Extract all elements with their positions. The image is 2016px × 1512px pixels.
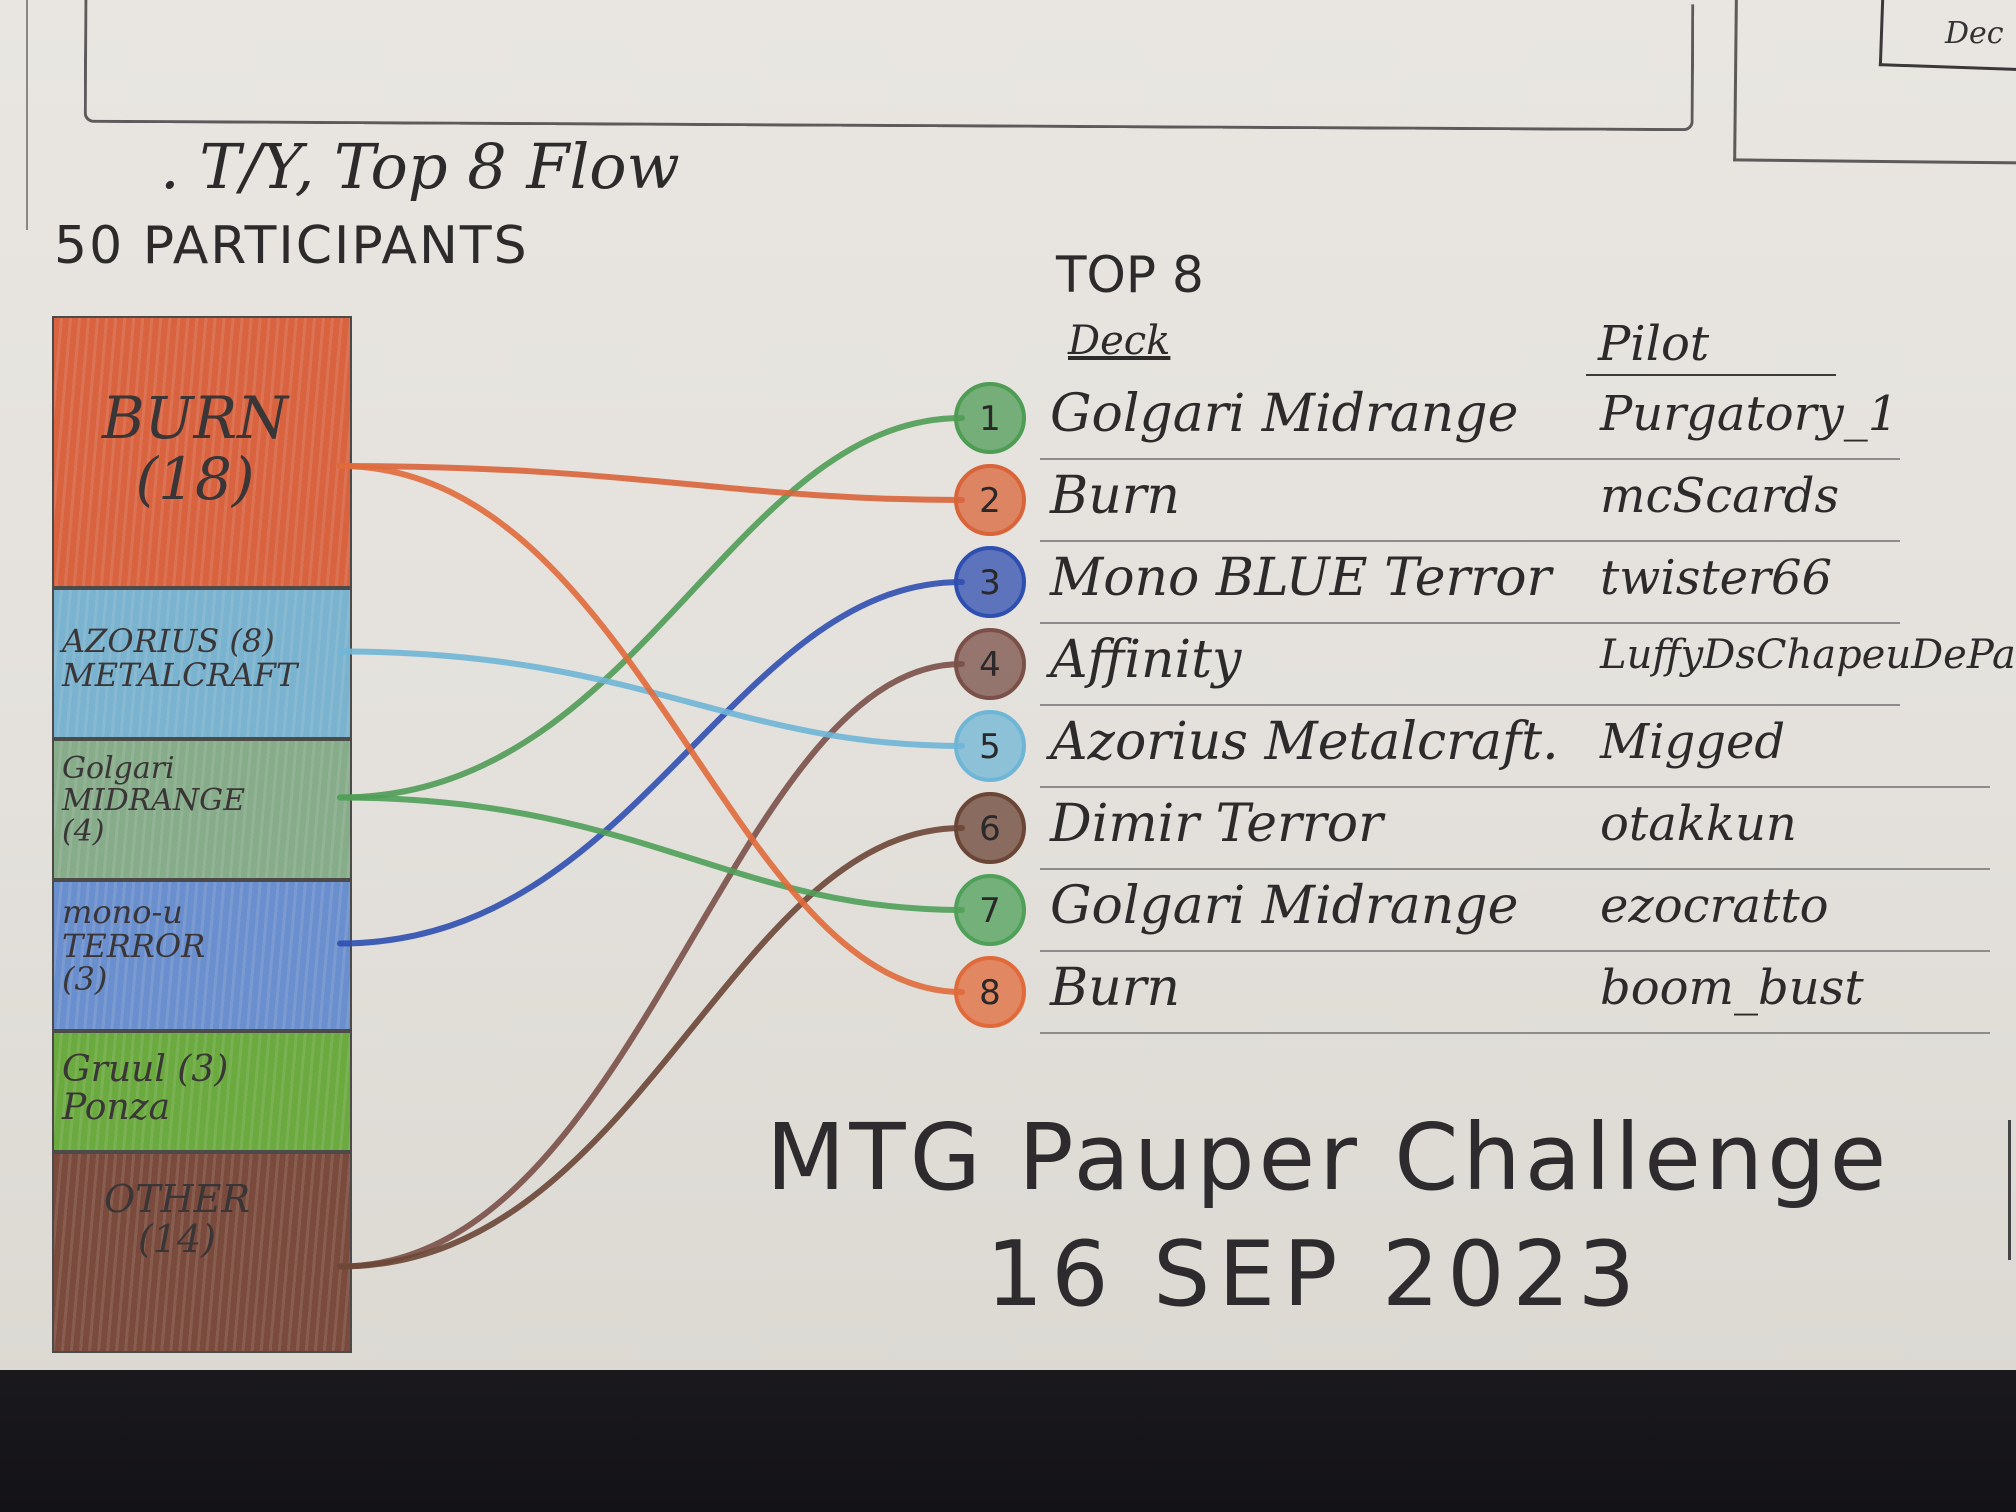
top8-deck: Golgari Midrange <box>1050 876 1519 936</box>
top8-pilot: ezocratto <box>1600 878 1829 934</box>
segment-gruul: Gruul (3) Ponza <box>52 1031 352 1152</box>
segment-label: BURN (18) <box>102 384 288 513</box>
top8-pilot: mcScards <box>1600 468 1840 524</box>
segment-label: Golgari MIDRANGE (4) <box>62 751 245 849</box>
corner-text: Dec <box>1945 16 2004 51</box>
top8-pilot: Migged <box>1600 714 1786 770</box>
diagram-heading: . T/Y, Top 8 Flow <box>160 130 680 203</box>
top8-pilot: twister66 <box>1600 550 1833 606</box>
rank-number: 5 <box>979 727 1001 767</box>
rank-circle <box>954 710 1026 782</box>
row-divider <box>1040 622 1900 624</box>
segment-golgari: Golgari MIDRANGE (4) <box>52 739 352 880</box>
top8-pilot: otakkun <box>1600 796 1797 852</box>
top8-deck: Mono BLUE Terror <box>1050 548 1552 608</box>
pilot-header-underline <box>1586 374 1836 376</box>
rank-circle <box>954 874 1026 946</box>
flow-line-4 <box>337 661 965 1270</box>
flow-line-5 <box>337 648 965 749</box>
rank-number: 7 <box>979 891 1001 931</box>
segment-label: AZORIUS (8) METALCRAFT <box>62 622 298 694</box>
flow-lines: 1 2 3 4 5 6 7 8 <box>337 382 1026 1270</box>
rank-number: 3 <box>979 563 1001 603</box>
row-divider <box>1040 950 1990 952</box>
rank-circle <box>954 956 1026 1028</box>
rank-circle <box>954 792 1026 864</box>
rank-circle <box>954 546 1026 618</box>
segment-label: Gruul (3) Ponza <box>62 1049 229 1128</box>
flow-line-8 <box>337 463 965 995</box>
rank-number: 1 <box>979 399 1001 439</box>
top8-deck: Golgari Midrange <box>1050 384 1519 444</box>
rank-number: 4 <box>979 645 1001 685</box>
segment-mono-u: mono-u TERROR (3) <box>52 880 352 1031</box>
rank-number: 6 <box>979 809 1001 849</box>
segment-burn: BURN (18) <box>52 316 352 588</box>
margin-line-right <box>2008 1120 2011 1260</box>
segment-label: OTHER (14) <box>104 1177 250 1261</box>
top8-deck: Burn <box>1050 958 1181 1018</box>
pilot-column-header: Pilot <box>1598 316 1710 372</box>
table-background <box>0 1370 2016 1512</box>
row-divider <box>1040 786 1990 788</box>
rank-circle <box>954 628 1026 700</box>
segment-label: mono-u TERROR (3) <box>62 893 206 999</box>
rank-circle <box>954 382 1026 454</box>
top8-deck: Affinity <box>1050 630 1242 690</box>
margin-line <box>26 0 28 230</box>
segment-azorius: AZORIUS (8) METALCRAFT <box>52 588 352 739</box>
event-title: MTG Pauper Challenge <box>766 1104 1891 1211</box>
segment-other: OTHER (14) <box>52 1152 352 1353</box>
rank-number: 2 <box>979 481 1001 521</box>
flow-line-7 <box>337 794 965 913</box>
top8-title: TOP 8 <box>1056 246 1204 304</box>
top8-deck: Burn <box>1050 466 1181 526</box>
deck-column-header: Deck <box>1068 318 1171 364</box>
flow-line-2 <box>337 463 965 503</box>
top8-pilot: boom_bust <box>1600 960 1864 1016</box>
top8-deck: Dimir Terror <box>1050 794 1383 854</box>
row-divider <box>1040 540 1900 542</box>
participants-heading: 50 PARTICIPANTS <box>54 216 529 276</box>
flow-line-3 <box>337 579 965 947</box>
rank-circle <box>954 464 1026 536</box>
rank-number: 8 <box>979 973 1001 1013</box>
flow-line-6 <box>337 825 965 1270</box>
event-date: 16 SEP 2023 <box>986 1222 1644 1327</box>
row-divider <box>1040 1032 1990 1034</box>
top8-pilot: LuffyDsChapeuDePalha <box>1600 632 2016 678</box>
row-divider <box>1040 868 1990 870</box>
row-divider <box>1040 458 1900 460</box>
flow-line-1 <box>337 415 965 801</box>
row-divider <box>1040 704 1900 706</box>
top8-pilot: Purgatory_1 <box>1600 386 1899 442</box>
top8-deck: Azorius Metalcraft. <box>1050 712 1559 772</box>
